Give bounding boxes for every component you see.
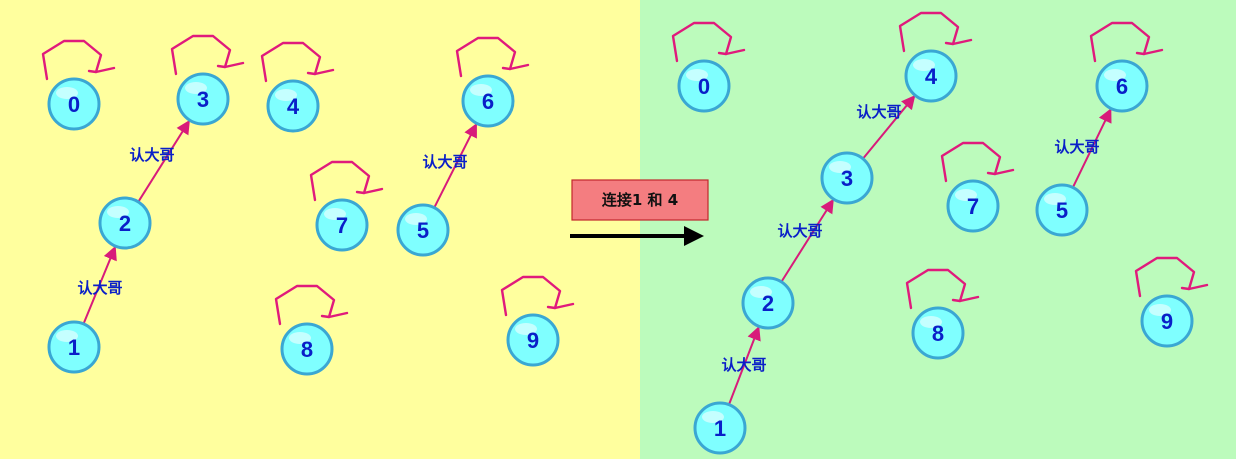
after-edge-5-to-6 [1071, 108, 1112, 188]
before-node-3: 3 [176, 72, 230, 126]
before-node-label-0: 0 [68, 92, 80, 117]
before-node-label-4: 4 [287, 94, 300, 119]
before-node-label-8: 8 [301, 337, 313, 362]
before-node-5: 5 [396, 203, 450, 257]
before-self-loop-8 [274, 284, 349, 326]
operation-callout: 连接1 和 4 [570, 179, 709, 246]
nodes: 0 1 2 3 4 5 6 7 8 9 0 1 2 3 4 5 6 7 8 9 [47, 49, 1194, 455]
after-node-8: 8 [911, 306, 965, 360]
after-node-0: 0 [677, 59, 731, 113]
after-self-loop-6 [1089, 21, 1164, 63]
after-self-loop-0 [671, 21, 746, 63]
before-edge-label-1-2: 认大哥 [77, 279, 122, 297]
before-edge-label-5-6: 认大哥 [422, 153, 467, 171]
after-node-4: 4 [904, 49, 958, 103]
after-node-label-9: 9 [1161, 309, 1173, 334]
after-node-label-8: 8 [932, 321, 944, 346]
after-node-label-4: 4 [925, 64, 938, 89]
before-node-0: 0 [47, 77, 101, 131]
after-node-label-6: 6 [1116, 74, 1128, 99]
after-edge-label-1-2: 认大哥 [721, 356, 766, 374]
after-edge-3-to-4 [862, 94, 916, 160]
operation-label: 连接1 和 4 [602, 191, 678, 209]
after-node-label-7: 7 [967, 194, 979, 219]
before-node-label-9: 9 [527, 328, 539, 353]
after-node-label-2: 2 [762, 291, 774, 316]
before-self-loop-9 [500, 275, 575, 317]
after-node-5: 5 [1035, 183, 1089, 237]
after-edge-2-to-3 [780, 198, 834, 283]
before-node-8: 8 [280, 322, 334, 376]
before-node-label-3: 3 [197, 87, 209, 112]
before-self-loop-7 [309, 160, 384, 202]
after-node-label-5: 5 [1056, 198, 1068, 223]
after-edge-label-3-4: 认大哥 [856, 103, 901, 121]
after-edge-label-5-6: 认大哥 [1054, 138, 1099, 156]
after-node-2: 2 [741, 276, 795, 330]
after-node-3: 3 [820, 151, 874, 205]
before-edge-1-to-2 [82, 245, 117, 325]
operation-box [571, 179, 709, 221]
before-node-9: 9 [506, 313, 560, 367]
before-self-loop-3 [170, 34, 245, 76]
after-node-6: 6 [1095, 59, 1149, 113]
before-node-1: 1 [47, 320, 101, 374]
before-edge-5-to-6 [433, 122, 478, 209]
after-self-loop-7 [940, 141, 1015, 183]
before-node-label-5: 5 [417, 218, 429, 243]
before-edge-2-to-3 [137, 119, 191, 203]
parent-edges: 认大哥认大哥认大哥认大哥认大哥认大哥认大哥 [77, 94, 1112, 406]
before-node-label-6: 6 [482, 89, 494, 114]
self-loops [41, 11, 1209, 326]
before-node-6: 6 [461, 74, 515, 128]
after-node-label-1: 1 [714, 416, 726, 441]
after-edge-label-2-3: 认大哥 [777, 222, 822, 240]
after-self-loop-8 [905, 268, 980, 310]
after-node-1: 1 [693, 401, 747, 455]
after-self-loop-9 [1134, 256, 1209, 298]
before-self-loop-6 [455, 36, 530, 78]
after-edge-1-to-2 [728, 325, 761, 406]
before-edge-label-2-3: 认大哥 [129, 146, 174, 164]
before-node-label-7: 7 [336, 213, 348, 238]
before-node-7: 7 [315, 198, 369, 252]
before-node-label-1: 1 [68, 335, 80, 360]
after-node-label-3: 3 [841, 166, 853, 191]
before-node-4: 4 [266, 79, 320, 133]
before-node-2: 2 [98, 196, 152, 250]
before-node-label-2: 2 [119, 211, 131, 236]
before-self-loop-0 [41, 39, 116, 81]
after-node-label-0: 0 [698, 74, 710, 99]
after-node-7: 7 [946, 179, 1000, 233]
after-self-loop-4 [898, 11, 973, 53]
before-self-loop-4 [260, 41, 335, 83]
after-node-9: 9 [1140, 294, 1194, 348]
